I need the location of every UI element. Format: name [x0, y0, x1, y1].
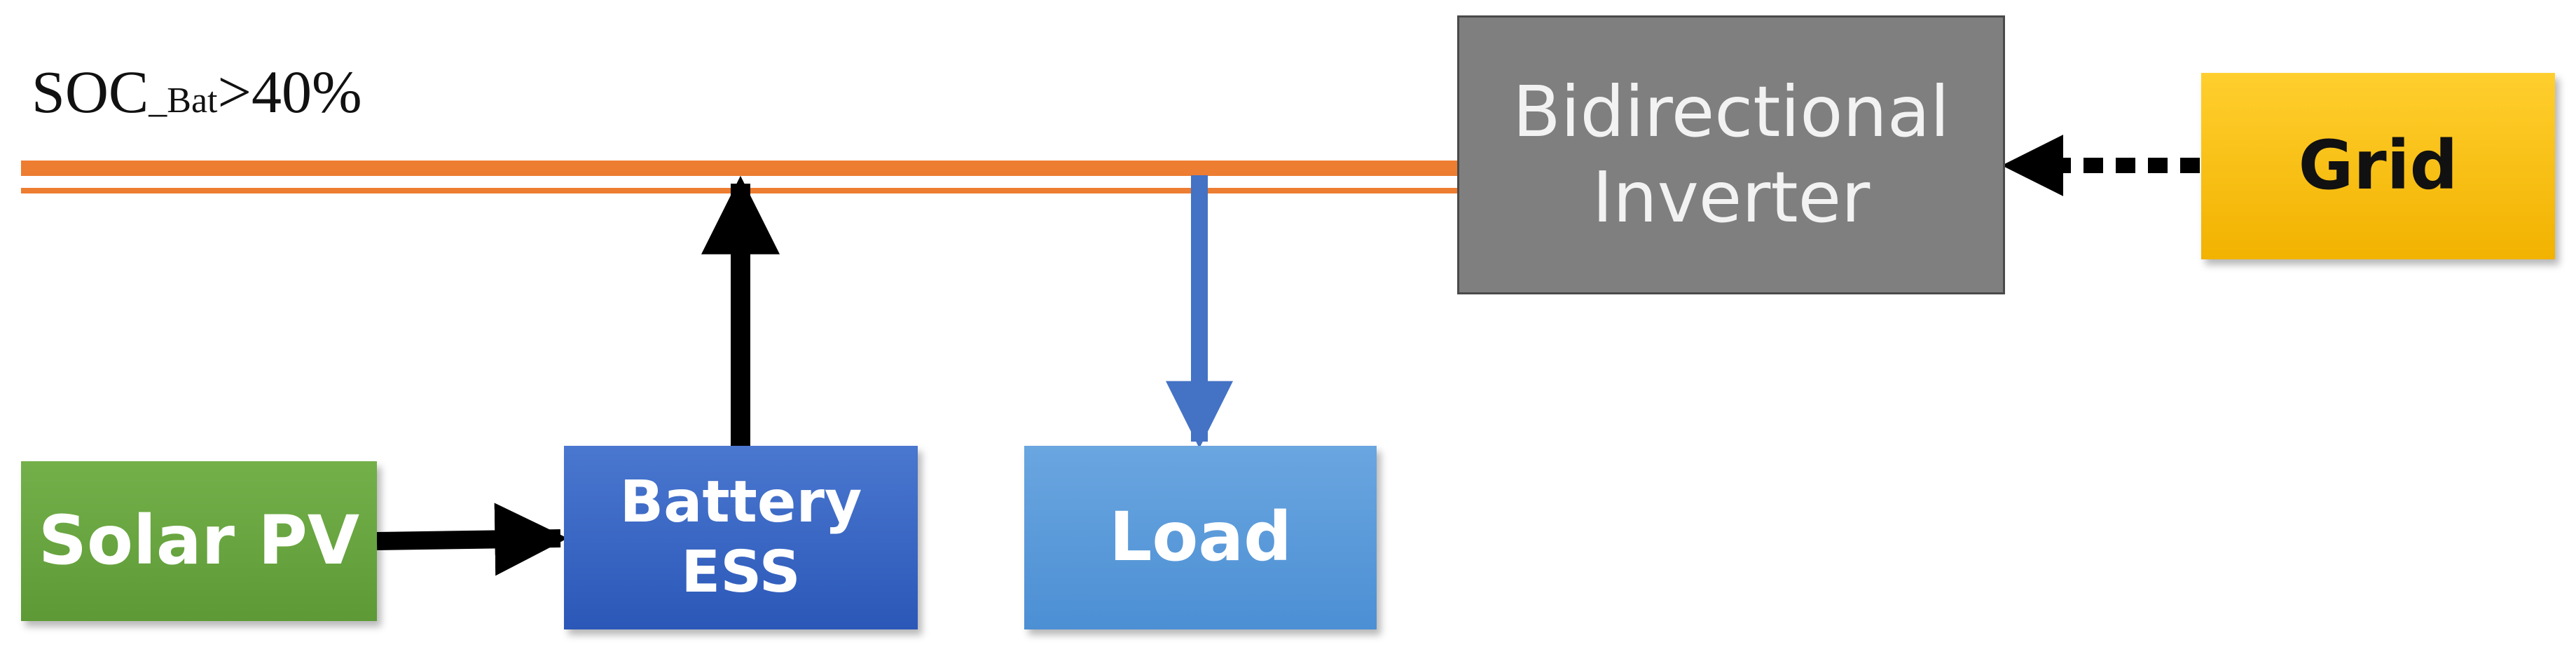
inverter-label-line1: Bidirectional	[1513, 71, 1950, 153]
grid-box: Grid	[2201, 73, 2555, 259]
soc-condition-label: SOC_Bat>40%	[32, 62, 362, 122]
load-box: Load	[1024, 446, 1377, 629]
solar-to-battery-arrow	[376, 503, 568, 576]
solar-pv-label: Solar PV	[38, 501, 360, 580]
soc-subscript: _Bat	[149, 81, 218, 121]
battery-label-line1: Battery	[619, 468, 862, 536]
grid-label: Grid	[2298, 126, 2458, 205]
battery-label-line2: ESS	[681, 539, 801, 606]
inverter-label-line2: Inverter	[1592, 156, 1871, 238]
battery-ess-box: Battery ESS	[564, 446, 918, 629]
load-label: Load	[1109, 498, 1292, 577]
bidirectional-inverter-box: Bidirectional Inverter	[1457, 15, 2005, 294]
solar-pv-box: Solar PV	[21, 461, 377, 621]
soc-prefix: SOC	[32, 58, 149, 125]
soc-threshold: >40%	[217, 58, 362, 125]
